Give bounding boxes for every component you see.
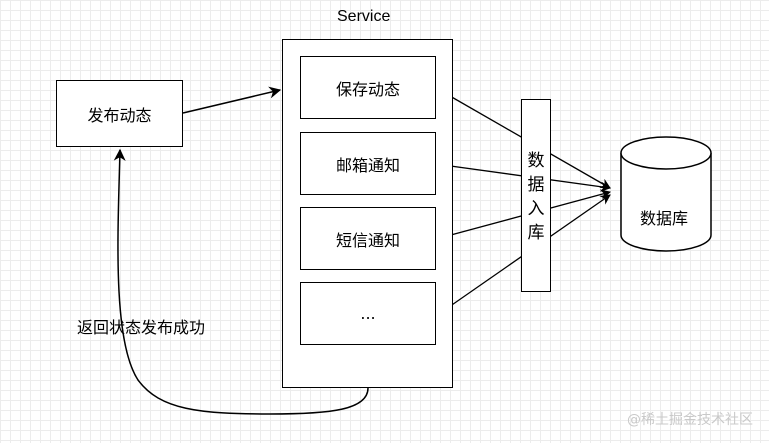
store-char: 入 [527, 198, 545, 219]
data-store-node: 数 据 入 库 [521, 99, 551, 292]
store-char: 据 [527, 174, 545, 195]
return-edge-label: 返回状态发布成功 [77, 318, 206, 337]
store-char: 库 [527, 222, 545, 243]
database-cylinder [620, 136, 712, 252]
service-title: Service [337, 8, 391, 25]
store-char: 数 [527, 150, 545, 171]
email-notify-node: 邮箱通知 [300, 132, 436, 195]
more-node: ... [300, 282, 436, 345]
database-label: 数据库 [640, 209, 689, 228]
watermark: @稀土掘金技术社区 [627, 412, 753, 428]
edge-publish-to-service [182, 86, 282, 114]
edge-return-to-publish [113, 148, 369, 415]
sms-notify-node: 短信通知 [300, 207, 436, 270]
publish-node: 发布动态 [56, 80, 183, 147]
save-node: 保存动态 [300, 56, 436, 119]
